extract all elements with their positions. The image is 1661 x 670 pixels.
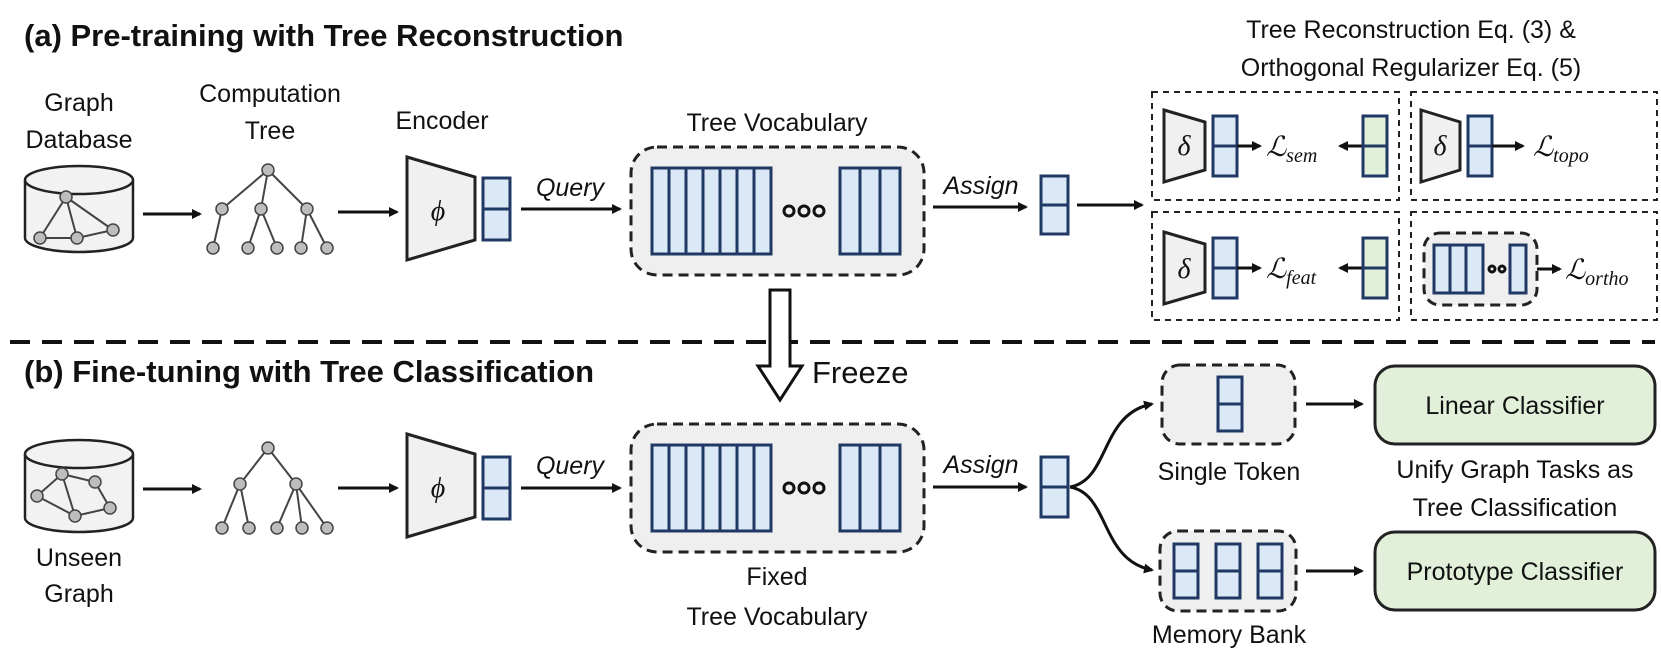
tree-vocabulary-top — [629, 145, 926, 277]
freeze-arrow — [755, 288, 805, 403]
loss-box-feat: δ ℒfeat — [1151, 211, 1400, 321]
unify-label-line2: Tree Classification — [1413, 494, 1618, 522]
graph-database-label-line2: Database — [25, 126, 132, 154]
single-token-box — [1160, 363, 1297, 446]
computation-tree-bottom-icon — [215, 441, 334, 535]
query-label-top: Query — [536, 174, 606, 202]
unseen-graph-label-line2: Graph — [44, 580, 113, 608]
computation-tree-label-line2: Tree — [245, 117, 295, 145]
loss-header-line2: Orthogonal Regularizer Eq. (5) — [1241, 54, 1581, 82]
loss-feat: ℒfeat — [1266, 254, 1317, 289]
decoder-delta-sem: δ — [1177, 131, 1191, 162]
graph-database-label-line1: Graph — [44, 89, 113, 117]
decoder-delta-topo: δ — [1433, 131, 1447, 162]
encoder-phi-symbol-bottom: ϕ — [431, 473, 446, 504]
assign-label-top: Assign — [941, 172, 1018, 200]
loss-box-topo: δ ℒtopo — [1410, 91, 1658, 201]
arrow-to-single-token — [1069, 400, 1154, 489]
assign-label-bottom: Assign — [941, 451, 1018, 479]
tree-vocabulary-fixed — [629, 422, 926, 554]
encoder-label: Encoder — [395, 107, 488, 135]
memory-bank-label: Memory Bank — [1152, 621, 1307, 649]
pretrain-section-title: (a) Pre-training with Tree Reconstructio… — [24, 18, 623, 53]
fixed-vocabulary-label-line1: Fixed — [746, 563, 807, 591]
computation-tree-label-line1: Computation — [199, 80, 341, 108]
memory-bank-box — [1158, 529, 1298, 613]
unseen-graph-icon — [23, 438, 135, 534]
graph-database-icon — [23, 164, 135, 254]
query-label-bottom: Query — [536, 452, 606, 480]
freeze-label: Freeze — [812, 355, 908, 390]
encoder-block: ϕ — [405, 154, 512, 263]
unify-label-line1: Unify Graph Tasks as — [1396, 456, 1633, 484]
encoder-block-bottom: ϕ — [405, 431, 512, 540]
loss-sem: ℒsem — [1266, 132, 1317, 167]
fixed-vocabulary-label-line2: Tree Vocabulary — [686, 603, 868, 631]
linear-classifier-box — [1373, 364, 1657, 446]
computation-tree-icon — [206, 163, 334, 255]
arrow-to-memory-bank — [1069, 485, 1154, 574]
tree-vocabulary-label: Tree Vocabulary — [686, 109, 868, 137]
prototype-classifier-box — [1373, 530, 1657, 612]
prototype-classifier-label: Prototype Classifier — [1407, 558, 1624, 586]
linear-classifier-label: Linear Classifier — [1425, 392, 1604, 420]
loss-ortho: ℒortho — [1565, 255, 1629, 290]
finetune-section-title: (b) Fine-tuning with Tree Classification — [24, 354, 594, 389]
encoder-phi-symbol: ϕ — [431, 196, 446, 227]
unseen-graph-label-line1: Unseen — [36, 544, 122, 572]
loss-topo: ℒtopo — [1533, 132, 1589, 167]
decoder-delta-feat: δ — [1177, 254, 1191, 285]
loss-box-ortho: ℒortho — [1410, 211, 1658, 321]
single-token-label: Single Token — [1158, 458, 1301, 486]
loss-box-sem: δ ℒsem — [1151, 91, 1400, 201]
loss-header-line1: Tree Reconstruction Eq. (3) & — [1246, 16, 1576, 44]
